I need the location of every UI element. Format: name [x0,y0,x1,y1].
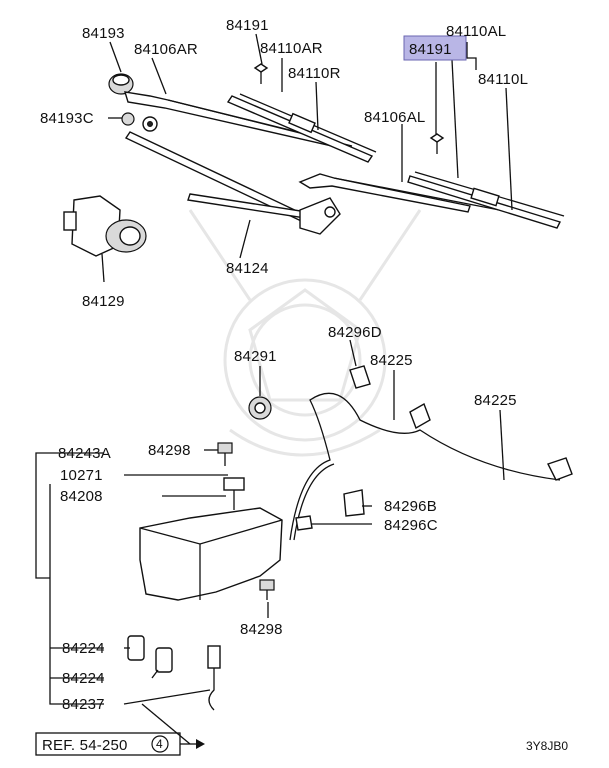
group-bracket [35,452,104,705]
label-84224-b[interactable]: 84224 [62,670,105,687]
hose-clip-c[interactable] [295,515,313,531]
label-84110L[interactable]: 84110L [478,71,528,88]
label-84225-a[interactable]: 84225 [370,352,413,369]
label-84106AR[interactable]: 84106AR [134,41,198,58]
label-84298-a[interactable]: 84298 [148,442,191,459]
label-84296D[interactable]: 84296D [328,324,382,341]
wiper-blade-left[interactable] [407,171,565,229]
level-sensor[interactable] [207,645,221,711]
screw-part-highlighted[interactable] [429,133,445,154]
screw-part-top[interactable] [253,63,269,84]
ref-link[interactable]: REF. 54-250 4 [35,732,181,756]
label-84129[interactable]: 84129 [82,293,125,310]
label-84296C[interactable]: 84296C [384,517,438,534]
label-84208[interactable]: 84208 [60,488,103,505]
ref-arrow [141,703,205,749]
wiper-arm-left[interactable] [298,173,521,215]
bolt-part-lower[interactable] [259,579,275,600]
label-84124[interactable]: 84124 [226,260,269,277]
label-84237[interactable]: 84237 [62,696,105,713]
washer-pump-2[interactable] [155,647,173,673]
washer-tank[interactable] [139,477,283,601]
wiper-linkage[interactable] [124,131,341,235]
label-84110AR[interactable]: 84110AR [260,40,323,57]
bolt-part-upper[interactable] [217,442,233,466]
label-84191-top[interactable]: 84191 [226,17,269,34]
hose-clip-b[interactable] [343,489,365,517]
wiper-cap-part[interactable] [108,73,134,95]
grommet-part[interactable] [248,396,272,420]
highlight-box [403,35,467,61]
callout-labels: 84193 84106AR 84191 84110AR 84110R 84110… [40,17,528,713]
washer-pump-1[interactable] [127,635,145,661]
label-84106AL[interactable]: 84106AL [364,109,425,126]
hose-clip-d[interactable] [349,365,371,389]
label-84225-b[interactable]: 84225 [474,392,517,409]
label-84243A[interactable]: 84243A [58,445,111,462]
diagram-code: 3Y8JB0 [526,739,568,753]
label-84110R[interactable]: 84110R [288,65,341,82]
watermark-emblem [188,209,422,457]
label-84193C[interactable]: 84193C [40,110,94,127]
pivot-nut-part[interactable] [121,112,158,132]
ref-circle-number: 4 [156,737,163,751]
wiper-blade-right[interactable] [226,93,377,163]
wiper-motor[interactable] [63,195,147,257]
label-84224-a[interactable]: 84224 [62,640,105,657]
label-84110AL[interactable]: 84110AL [446,23,506,40]
label-84193[interactable]: 84193 [82,25,125,42]
ref-text: REF. 54-250 [42,737,128,754]
label-84296B[interactable]: 84296B [384,498,437,515]
washer-hose[interactable] [289,392,573,541]
label-10271[interactable]: 10271 [60,467,103,484]
label-84291[interactable]: 84291 [234,348,277,365]
label-84191-highlighted[interactable]: 84191 [409,41,452,58]
label-84298-b[interactable]: 84298 [240,621,283,638]
